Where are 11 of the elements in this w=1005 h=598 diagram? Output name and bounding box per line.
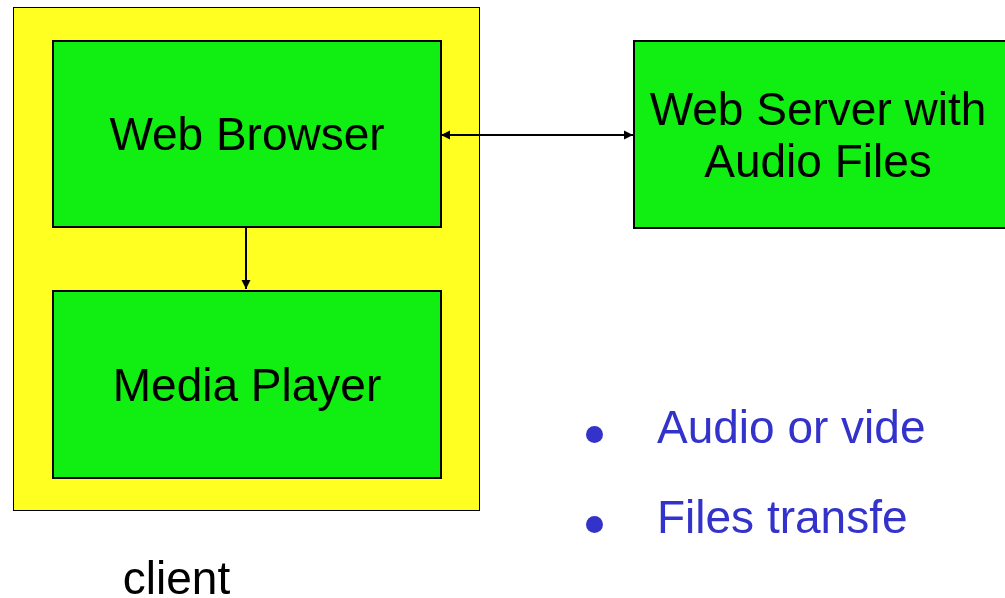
arrow [241, 226, 251, 290]
server-box [633, 40, 1005, 229]
box-label: Web Browser [108, 108, 386, 160]
process-box [52, 40, 442, 228]
client-box [13, 7, 480, 511]
bullet-text: Files transfe [657, 490, 908, 544]
bullet-text: Audio or vide [657, 400, 926, 454]
box-label: Web Server with Audio Files [648, 82, 988, 187]
node-label: client [121, 551, 232, 598]
process-box [52, 290, 442, 479]
box-label: Media Player [111, 358, 383, 411]
